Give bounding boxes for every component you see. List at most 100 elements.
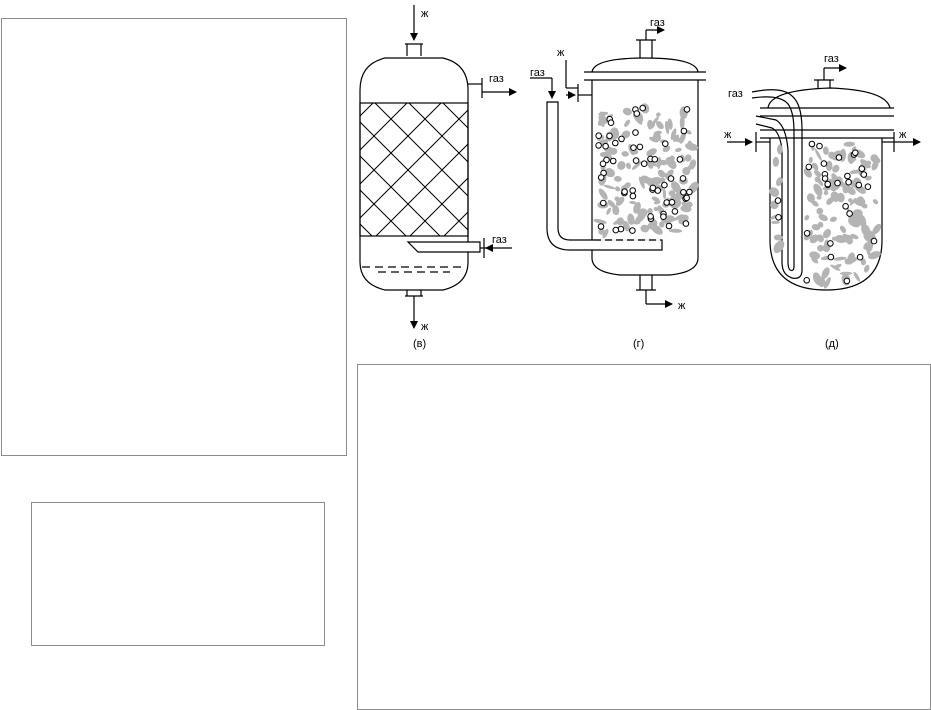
particle	[653, 130, 662, 136]
gas-bubble	[870, 237, 878, 245]
particle	[816, 207, 824, 215]
particle	[830, 264, 841, 271]
particle	[817, 221, 824, 228]
gas-bubble	[654, 187, 662, 194]
particle	[614, 175, 622, 182]
particle	[843, 141, 856, 147]
gas-bubble	[821, 175, 829, 182]
particle	[822, 228, 832, 239]
particle	[638, 176, 645, 189]
label-gas-in-g: газ	[530, 67, 545, 79]
gas-bubble	[682, 220, 690, 227]
particle	[808, 156, 813, 164]
particle	[839, 235, 852, 243]
gas-bubble	[686, 188, 693, 196]
gas-bubble	[621, 188, 628, 195]
particle	[668, 228, 683, 233]
particle	[633, 114, 643, 125]
particle	[599, 151, 611, 158]
particle	[809, 251, 821, 260]
reactor-d-u-vessel	[727, 64, 921, 291]
particle	[814, 176, 821, 183]
gas-bubble	[607, 119, 615, 126]
particle	[814, 170, 822, 178]
gas-bubble	[661, 181, 668, 189]
particle	[685, 142, 699, 151]
reactor-g-bubble-column	[530, 26, 706, 308]
gas-bubble	[846, 210, 853, 217]
label-liquid-in-g: ж	[557, 47, 565, 59]
gas-bubble	[606, 132, 613, 140]
particle	[866, 242, 871, 256]
label-gas-out-d: газ	[824, 53, 839, 65]
particle	[593, 218, 607, 224]
gas-bubble	[668, 199, 676, 206]
particle	[598, 228, 606, 235]
particle	[671, 181, 681, 193]
gas-bubble	[632, 129, 639, 136]
gas-bubble	[803, 230, 811, 237]
label-gas-out-g: газ	[650, 17, 665, 29]
particle	[832, 164, 840, 173]
particle	[804, 214, 810, 221]
particle	[777, 144, 783, 155]
particle	[598, 114, 605, 128]
bubbles-and-particles-g	[593, 103, 699, 239]
particle	[672, 134, 680, 142]
gas-bubble	[636, 143, 644, 151]
gas-bubble	[629, 192, 637, 200]
particle	[818, 276, 826, 288]
particle	[604, 168, 616, 178]
particle	[617, 161, 626, 170]
particle	[868, 251, 881, 260]
gas-bubble	[662, 140, 669, 147]
particle	[647, 222, 655, 230]
particle	[848, 198, 853, 203]
particle	[686, 129, 692, 135]
particle	[847, 252, 855, 265]
caption-g: (г)	[633, 338, 644, 350]
particle	[625, 162, 632, 170]
label-gas-in-d: газ	[728, 88, 743, 100]
particle	[616, 217, 624, 226]
particle	[640, 224, 650, 233]
gas-bubble	[676, 156, 684, 163]
particle	[647, 208, 653, 215]
particle	[860, 258, 867, 266]
particle	[775, 177, 783, 187]
gas-bubble	[808, 140, 816, 148]
gas-bubble	[612, 226, 620, 234]
gas-bubble	[860, 171, 868, 178]
particle	[813, 164, 819, 172]
label-liquid-out-g: ж	[678, 300, 686, 312]
gas-bubble	[683, 194, 691, 202]
particle	[803, 168, 813, 178]
particle	[817, 244, 824, 252]
particle	[853, 271, 861, 282]
particle	[849, 169, 862, 174]
gas-bubble	[629, 227, 636, 234]
particle	[679, 116, 685, 130]
particle	[682, 167, 691, 176]
particle	[598, 111, 609, 116]
gas-bubble	[595, 132, 603, 139]
particle	[833, 256, 847, 261]
label-gas-in-v: газ	[492, 234, 507, 246]
particle	[811, 257, 819, 264]
gas-bubble	[597, 174, 605, 181]
gas-bubble	[600, 199, 607, 207]
gas-bubble	[864, 183, 872, 190]
gas-bubble	[843, 277, 851, 285]
gas-bubble	[816, 142, 823, 150]
particle	[624, 119, 631, 127]
particle	[821, 267, 830, 279]
label-liquid-out-v: ж	[421, 321, 429, 333]
particle	[679, 131, 687, 144]
gas-bubble	[602, 142, 609, 150]
particle	[773, 240, 785, 254]
gas-bubble	[640, 160, 648, 167]
particle	[822, 146, 829, 155]
particle	[622, 220, 630, 232]
particle	[657, 169, 666, 178]
